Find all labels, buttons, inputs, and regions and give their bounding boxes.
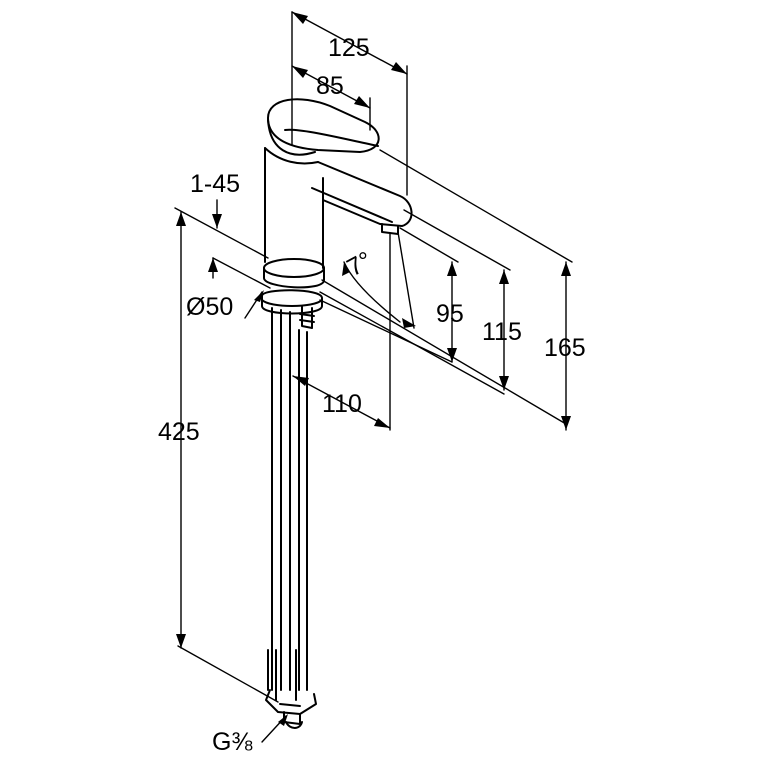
label-spout-angle: 7° [342,246,376,282]
dimension-lines [174,11,573,743]
dimension-labels: 125 85 1-45 Ø50 7° 95 115 165 110 425 G⅜ [158,34,586,756]
label-total-height: 165 [544,334,586,362]
label-overall-depth: 125 [328,34,370,62]
label-base-diameter: Ø50 [186,293,233,321]
label-thread: G⅜ [212,728,252,756]
label-outlet-height: 95 [436,300,464,328]
label-spout-height: 115 [482,318,522,346]
label-lever-length: 85 [316,72,344,100]
mounting-assembly [261,289,323,729]
label-projection: 110 [322,390,362,418]
label-hose-length: 425 [158,418,200,446]
label-hole-range: 1-45 [190,170,240,198]
